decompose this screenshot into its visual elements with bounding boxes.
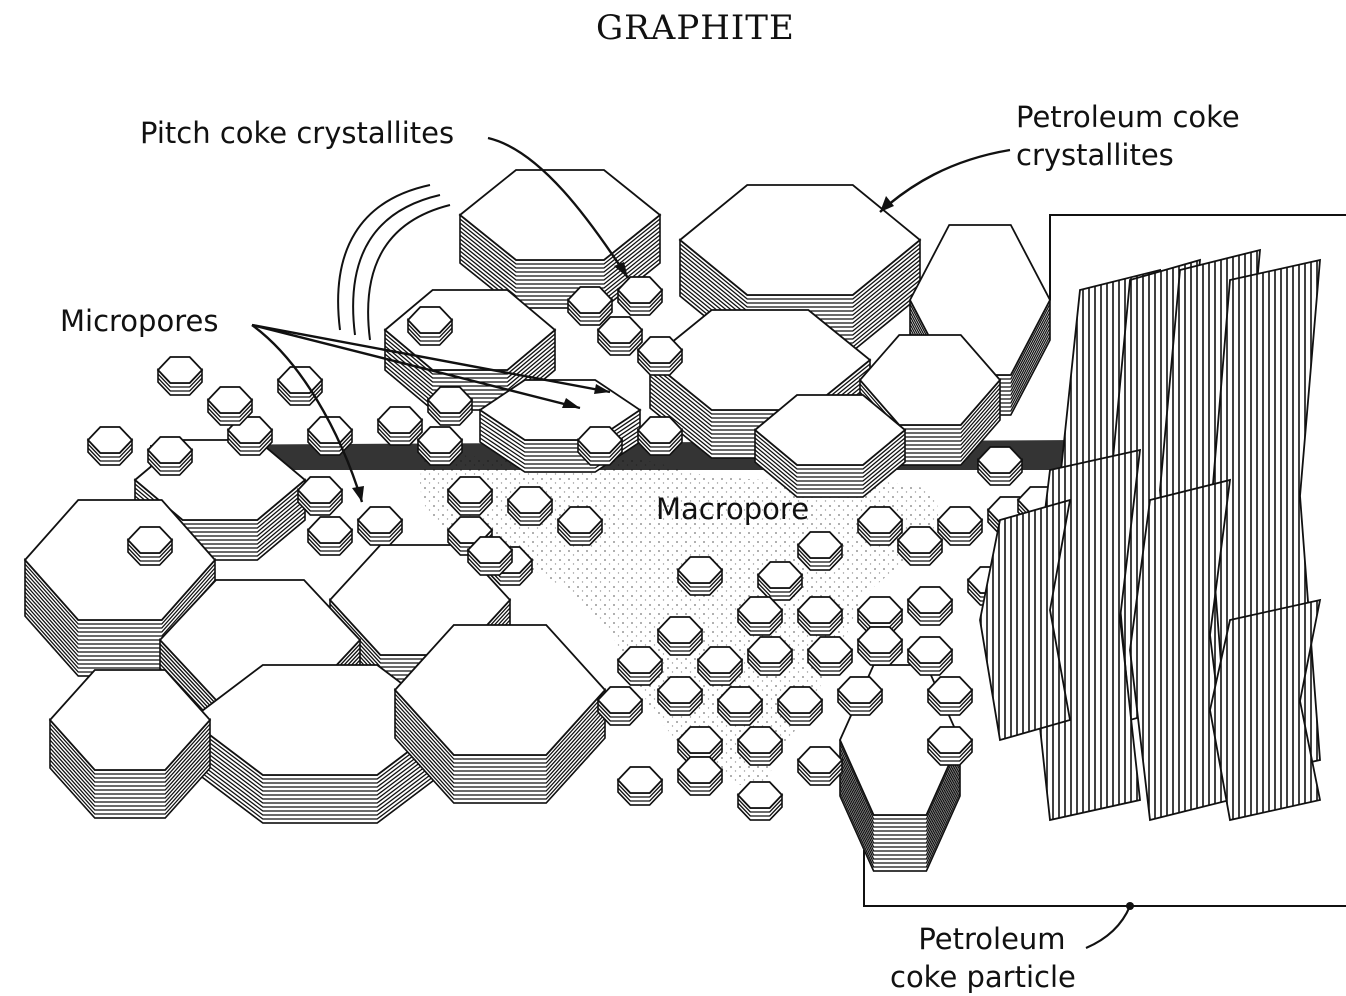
- small-crystallite-53: [928, 727, 972, 765]
- small-crystallite-22: [678, 557, 722, 595]
- small-crystallite-63: [638, 417, 682, 455]
- small-crystallite-62: [578, 427, 622, 465]
- small-crystallite-27: [938, 507, 982, 545]
- small-crystallite-5: [408, 307, 452, 345]
- label-pitch-coke-crystallites: Pitch coke crystallites: [140, 114, 454, 152]
- particle-leader: [1086, 906, 1130, 948]
- small-crystallite-42: [778, 687, 822, 725]
- small-crystallite-30: [798, 597, 842, 635]
- small-crystallite-43: [838, 677, 882, 715]
- small-crystallite-17: [508, 487, 552, 525]
- small-crystallite-6: [428, 387, 472, 425]
- small-crystallite-10: [208, 387, 252, 425]
- petroleum-coke-leader: [880, 150, 1010, 212]
- label-petroleum-coke-particle-line2: coke particle: [890, 958, 1076, 996]
- small-crystallite-46: [798, 747, 842, 785]
- small-crystallite-36: [748, 637, 792, 675]
- small-crystallite-4: [638, 337, 682, 375]
- small-crystallite-16: [448, 477, 492, 515]
- large-crystallite-14: [50, 670, 210, 818]
- page-title: GRAPHITE: [596, 8, 795, 48]
- label-macropore: Macropore: [656, 490, 809, 528]
- small-crystallite-35: [698, 647, 742, 685]
- small-crystallite-41: [718, 687, 762, 725]
- small-crystallite-12: [148, 437, 192, 475]
- small-crystallite-21: [468, 537, 512, 575]
- small-crystallite-49: [618, 767, 662, 805]
- small-crystallite-15: [358, 507, 402, 545]
- small-crystallite-29: [738, 597, 782, 635]
- small-crystallite-50: [678, 757, 722, 795]
- small-crystallite-34: [658, 617, 702, 655]
- small-crystallite-14: [308, 517, 352, 555]
- small-crystallite-7: [378, 407, 422, 445]
- small-crystallite-60: [128, 527, 172, 565]
- small-crystallite-23: [758, 562, 802, 600]
- small-crystallite-24: [798, 532, 842, 570]
- label-petroleum-coke-crystallites-line1: Petroleum coke: [1016, 98, 1240, 136]
- small-crystallite-39: [908, 637, 952, 675]
- small-crystallite-1: [568, 287, 612, 325]
- small-crystallite-48: [598, 687, 642, 725]
- label-petroleum-coke-crystallites-line2: crystallites: [1016, 136, 1240, 174]
- small-crystallite-52: [928, 677, 972, 715]
- small-crystallite-38: [858, 627, 902, 665]
- small-crystallite-47: [618, 647, 662, 685]
- small-crystallite-2: [618, 277, 662, 315]
- large-crystallite-16: [755, 395, 905, 497]
- small-crystallite-26: [898, 527, 942, 565]
- small-crystallite-37: [808, 637, 852, 675]
- label-petroleum-coke-particle-line1: Petroleum: [890, 920, 1076, 958]
- small-crystallite-61: [418, 427, 462, 465]
- small-crystallite-40: [658, 677, 702, 715]
- label-petroleum-coke-crystallites: Petroleum coke crystallites: [1016, 98, 1240, 174]
- small-crystallite-57: [978, 447, 1022, 485]
- label-petroleum-coke-particle: Petroleum coke particle: [890, 920, 1076, 996]
- small-crystallite-25: [858, 507, 902, 545]
- small-crystallite-20: [558, 507, 602, 545]
- small-crystallite-59: [158, 357, 202, 395]
- small-crystallite-13: [298, 477, 342, 515]
- small-crystallite-32: [908, 587, 952, 625]
- small-crystallite-45: [738, 727, 782, 765]
- label-micropores: Micropores: [60, 302, 218, 340]
- small-crystallite-11: [88, 427, 132, 465]
- small-crystallite-3: [598, 317, 642, 355]
- particle-bracket-bottom: [864, 850, 1346, 906]
- small-crystallite-51: [738, 782, 782, 820]
